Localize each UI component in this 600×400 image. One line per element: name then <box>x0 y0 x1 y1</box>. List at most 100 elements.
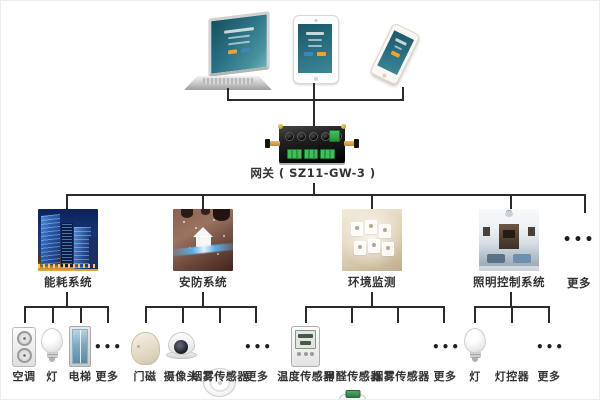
connector-line <box>219 306 221 323</box>
building <box>41 214 60 266</box>
temperature-sensor-icon <box>291 326 320 367</box>
connector-line <box>202 292 204 306</box>
connector-line <box>80 306 82 323</box>
street-lights <box>38 264 98 268</box>
connector-line <box>66 196 68 209</box>
connector-line <box>474 306 476 323</box>
gateway-terminal-block <box>303 149 319 159</box>
ellipsis-icon: ••• <box>536 340 566 354</box>
connector-line <box>145 306 257 308</box>
login-field-line <box>227 40 251 46</box>
gateway-device-illustration <box>265 124 359 163</box>
gateway-terminal-block <box>287 149 302 159</box>
login-title-bar <box>394 37 408 46</box>
formaldehyde-sensor-icon <box>339 390 366 399</box>
gateway-terminal-block <box>329 130 340 142</box>
connector-line <box>305 306 445 308</box>
connector-line <box>351 306 353 323</box>
device-label: 更多 <box>433 370 457 383</box>
gateway-terminal-block <box>320 149 336 159</box>
device-label: 空调 <box>12 370 36 383</box>
system-label-environment: 环境监测 <box>348 275 396 289</box>
ac-fan <box>16 348 32 364</box>
app-icon-card <box>379 224 391 238</box>
environment-monitoring-image <box>342 209 402 271</box>
connector-line <box>510 292 512 306</box>
device-label: 灯 <box>469 370 481 383</box>
ac-fan <box>16 330 32 346</box>
device-label: 灯控器 <box>494 370 530 383</box>
login-field-line <box>227 34 251 40</box>
device-label: 门磁 <box>133 370 157 383</box>
connector-line <box>66 292 68 306</box>
laptop-screen <box>208 11 270 77</box>
lighting-control-system-image <box>479 209 539 271</box>
device-label: 摄像头 <box>163 370 199 383</box>
connector-line <box>402 87 404 99</box>
gateway-antenna-connector <box>278 124 283 129</box>
connector-line <box>66 194 586 196</box>
connector-line <box>107 306 109 323</box>
connector-line <box>510 196 512 209</box>
house-icon <box>196 236 211 247</box>
device-label: 烟雾传感器 <box>191 370 249 383</box>
connector-line <box>255 306 257 323</box>
lamp-silhouette <box>213 209 230 221</box>
gateway-port <box>309 132 318 141</box>
sofa <box>487 254 505 263</box>
door-magnet-sensor-icon <box>131 332 160 365</box>
device-label: 更多 <box>95 370 119 383</box>
gateway-antenna-connector <box>341 124 346 129</box>
login-button-orange <box>390 50 400 58</box>
device-label: 更多 <box>245 370 269 383</box>
app-icon-card <box>365 220 377 234</box>
network-dots <box>183 221 185 223</box>
building <box>61 223 73 267</box>
smartphone-home-button <box>381 72 388 79</box>
login-field-line <box>393 44 403 51</box>
light-bulb-icon <box>463 328 487 366</box>
login-button-blue <box>304 52 313 56</box>
connector-line <box>227 99 404 101</box>
energy-system-image <box>38 209 98 271</box>
connector-line <box>182 306 184 323</box>
ellipsis-icon: ••• <box>94 340 124 354</box>
login-title-bar <box>223 27 255 34</box>
security-system-image <box>173 209 233 271</box>
login-button-blue <box>240 47 250 53</box>
login-button-orange <box>317 52 326 56</box>
login-field-line <box>308 39 322 41</box>
building <box>89 237 98 269</box>
device-label: 甲醛传感器 <box>324 370 382 383</box>
system-label-lighting: 照明控制系统 <box>473 275 545 289</box>
login-buttons <box>304 52 326 56</box>
gateway-port <box>297 132 306 141</box>
connector-line <box>371 196 373 209</box>
camera-lens <box>174 340 188 354</box>
device-label: 更多 <box>537 370 561 383</box>
device-label: 烟雾传感器 <box>372 370 430 383</box>
floor-reflection <box>479 266 539 271</box>
device-label: 电梯 <box>68 370 92 383</box>
ellipsis-icon: ••• <box>244 340 274 354</box>
login-buttons <box>390 50 400 58</box>
connector-line <box>584 196 586 213</box>
login-buttons <box>228 47 250 55</box>
ellipsis-icon: ••• <box>432 340 462 354</box>
login-title-bar <box>305 32 325 35</box>
connector-line <box>24 306 109 308</box>
system-label-security: 安防系统 <box>179 275 227 289</box>
connector-line <box>313 101 315 126</box>
gateway-label: 网关 ( SZ11-GW-3 ) <box>250 166 376 180</box>
smartphone-illustration <box>369 22 421 86</box>
system-label-energy: 能耗系统 <box>44 275 92 289</box>
lamp-silhouette <box>181 209 193 218</box>
dome-camera-icon <box>165 332 197 365</box>
air-conditioner-icon <box>12 327 36 367</box>
connector-line <box>371 292 373 306</box>
connector-line <box>24 306 26 323</box>
laptop-keyboard-base <box>184 76 272 90</box>
lamp-silhouette <box>201 209 210 215</box>
app-icon-card <box>354 241 366 255</box>
tablet-screen <box>298 24 332 73</box>
